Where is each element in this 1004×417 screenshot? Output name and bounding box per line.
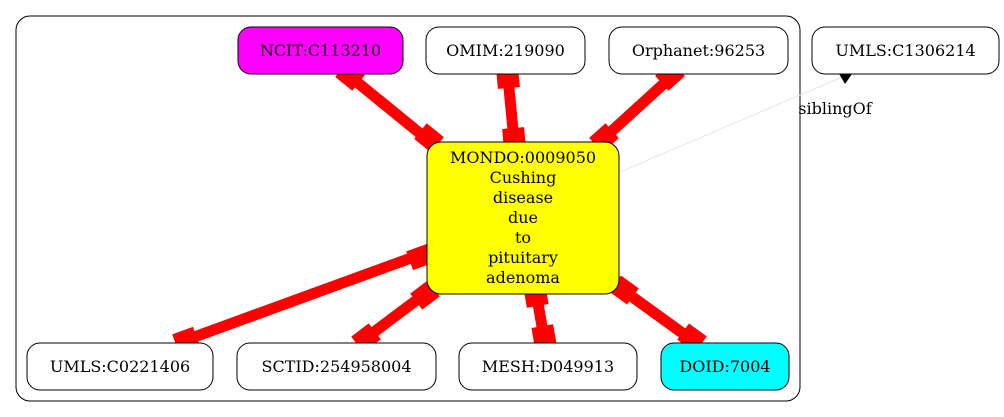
edge-omim [496, 67, 526, 149]
edge-sctid [351, 280, 440, 353]
center-line-1: MONDO:0009050 [450, 148, 596, 167]
node-doid[interactable]: DOID:7004 [660, 342, 790, 391]
node-omim[interactable]: OMIM:219090 [425, 26, 586, 75]
node-ncit[interactable]: NCIT:C113210 [237, 26, 404, 75]
edge-label-siblingof: siblingOf [798, 99, 872, 118]
node-orphanet-label: Orphanet:96253 [632, 41, 765, 60]
node-mesh[interactable]: MESH:D049913 [458, 342, 638, 391]
edge-siblingof [619, 77, 841, 173]
edge-siblingof-arrowhead [838, 72, 852, 84]
center-line-5: to [515, 228, 531, 247]
center-line-4: due [508, 208, 538, 227]
center-line-6: pituitary [488, 248, 558, 267]
node-umls-c0221406[interactable]: UMLS:C0221406 [26, 342, 214, 391]
node-omim-label: OMIM:219090 [446, 41, 565, 60]
edge-orphanet [589, 61, 685, 153]
edge-umls-c0221406 [172, 243, 434, 354]
node-orphanet[interactable]: Orphanet:96253 [608, 26, 789, 75]
center-line-2: Cushing [490, 168, 557, 187]
edge-doid [609, 275, 707, 353]
node-sctid[interactable]: SCTID:254958004 [236, 342, 437, 391]
node-ncit-label: NCIT:C113210 [260, 41, 381, 60]
node-sctid-label: SCTID:254958004 [261, 357, 411, 376]
node-umls-c1306214-label: UMLS:C1306214 [835, 41, 975, 60]
node-doid-label: DOID:7004 [679, 357, 770, 376]
node-umls-c0221406-label: UMLS:C0221406 [50, 357, 190, 376]
center-line-7: adenoma [486, 268, 560, 287]
center-line-3: disease [493, 188, 553, 207]
node-center-mondo[interactable]: MONDO:0009050 Cushing disease due to pit… [426, 141, 620, 295]
node-mesh-label: MESH:D049913 [482, 357, 614, 376]
edge-ncit [335, 61, 444, 153]
cluster-boundary [15, 15, 801, 402]
node-umls-c1306214[interactable]: UMLS:C1306214 [811, 26, 1000, 75]
